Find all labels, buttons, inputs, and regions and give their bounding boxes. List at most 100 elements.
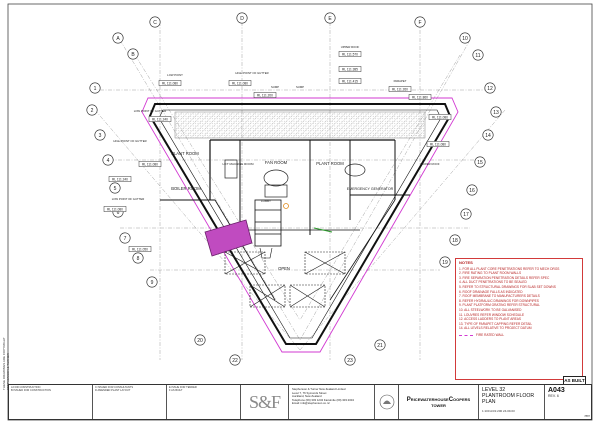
grid-marker-label: F — [418, 20, 421, 26]
level-tag: RL 111.570 — [338, 51, 362, 57]
room-lobby: LOBBY — [261, 199, 271, 203]
roof-label: HIGH POINT OF GUTTER — [235, 71, 268, 75]
sheet-border — [7, 3, 593, 421]
grid-marker: 19 — [439, 256, 451, 268]
grid-marker: 12 — [484, 82, 496, 94]
notes-list: 1. FOR ALL PLANT CORE PENETRATIONS REFER… — [459, 267, 579, 331]
grid-marker: 20 — [194, 334, 206, 346]
note-item: 11. LOUVRES REFER WINDOW SCHEDULE — [459, 312, 525, 317]
level-tag: RL 111.385 — [338, 66, 362, 72]
grid-marker-label: 19 — [442, 260, 448, 266]
revision-row: F AS BUILT — [169, 389, 183, 393]
level-tag-label: RL 111.860 — [412, 95, 428, 99]
grid-marker: 7 — [119, 232, 131, 244]
grid-marker: 13 — [490, 106, 502, 118]
level-tag-label: RL 111.240 — [112, 177, 128, 181]
level-tag-label: RL 111.240 — [152, 117, 168, 121]
grid-marker-label: 18 — [452, 238, 458, 244]
grid-marker: 4 — [102, 154, 114, 166]
grid-marker-label: 4 — [107, 158, 110, 164]
grid-marker: 15 — [474, 156, 486, 168]
roof-label: LOW POINT OF GUTTER — [112, 197, 145, 201]
grid-marker: F — [414, 16, 426, 28]
level-tag-label: RL 111.080 — [162, 81, 178, 85]
roof-label: LOW POINT OF GUTTER — [134, 109, 167, 113]
fire-rated-stair-hatch — [204, 219, 253, 257]
lift-core — [254, 199, 282, 259]
building-walls — [148, 103, 452, 345]
grid-marker: 5 — [109, 182, 121, 194]
services-line — [313, 227, 333, 233]
grid-lines — [94, 22, 506, 360]
room-open: OPEN — [278, 266, 290, 271]
grid-marker: C — [149, 16, 161, 28]
job-number: 7887 — [584, 415, 590, 418]
grid-marker: 21 — [374, 339, 386, 351]
grid-marker-label: B — [131, 52, 135, 58]
drawing-title-line2: PLANTROOM FLOOR PLAN — [482, 393, 535, 406]
grid-marker: 1 — [89, 82, 101, 94]
level-tag-label: RL 111.080 — [432, 115, 448, 119]
roof-outline — [141, 97, 459, 353]
level-tag: RL 111.080 — [428, 114, 452, 120]
company-seal — [375, 385, 399, 419]
grid-marker-label: 13 — [493, 110, 499, 116]
roof-label: SUMP — [296, 85, 304, 89]
project-name: PricewaterhouseCoopers TOWER — [399, 385, 479, 419]
note-item: 8. REFER HYDRAULIC DRAWINGS FOR DOWNPIPE… — [459, 298, 539, 303]
note-item: 13. TYPE OF PARAPET CAPPING REFER DETAIL — [459, 321, 533, 326]
note-item: 7. ROOF MEMBRANE TO MANUFACTURERS DETAIL… — [459, 294, 540, 299]
level-tag-label: RL 111.260 — [392, 87, 408, 91]
grid-marker-label: E — [328, 16, 332, 22]
grid-marker-label: 15 — [477, 160, 483, 166]
notes-panel: NOTES 1. FOR ALL PLANT CORE PENETRATIONS… — [455, 258, 583, 380]
roof-label: HIGH POINT OF GUTTER — [113, 139, 146, 143]
grid-marker: 3 — [94, 129, 106, 141]
notes-legend: FIRE RATED WALL — [459, 333, 579, 338]
company-line: Stephenson & Turner New Zealand Limited — [292, 387, 346, 391]
room-boiler: BOILER ROOM — [171, 186, 201, 191]
drawing-title-cell: LEVEL 32 PLANTROOM FLOOR PLAN 1:100 A3/1… — [479, 385, 545, 419]
grid-marker-label: 5 — [114, 186, 117, 192]
level-tag: RL 111.080 — [138, 161, 162, 167]
level-tag-label: RL 111.200 — [257, 93, 273, 97]
note-item: 6. ROOF DRAINAGE FALLS AS INDICATED — [459, 289, 523, 294]
grid-marker: E — [324, 12, 336, 24]
grid-marker: 11 — [472, 49, 484, 61]
grid-marker-label: 16 — [469, 188, 475, 194]
grid-marker-label: 14 — [485, 133, 491, 139]
roof-label: LOW POINT — [167, 73, 183, 77]
note-item: 5. REFER TO STRUCTURAL DRAWINGS FOR SLAB… — [459, 284, 556, 289]
notes-heading: NOTES — [459, 260, 473, 265]
level-tag-label: RL 111.570 — [342, 52, 358, 56]
room-fan: FAN ROOM — [265, 160, 288, 165]
revision-row: D AMENDED PLANT LAYOUT — [95, 389, 131, 393]
level-tag: RL 111.080 — [426, 141, 450, 147]
room-labels: PLANT ROOM PLANT ROOM FAN ROOM LIFT MACH… — [171, 151, 393, 271]
note-item: 9. PLANT PLATFORM GRATING REFER STRUCTUR… — [459, 303, 540, 308]
grid-marker-label: 7 — [124, 236, 127, 242]
grid-marker: 8 — [132, 252, 144, 264]
legend-label: FIRE RATED WALL — [476, 332, 505, 337]
grid-marker: 10 — [459, 32, 471, 44]
legend-line-swatch — [459, 334, 473, 336]
company-logo: S&F — [241, 385, 289, 419]
hose-reel-marker — [283, 203, 289, 209]
level-tag-label: RL 111.385 — [342, 67, 358, 71]
grid-marker-label: 17 — [463, 212, 469, 218]
grid-marker-label: 21 — [377, 343, 383, 349]
level-tag-label: RL 111.050 — [132, 247, 148, 251]
level-tag: RL 111.080 — [103, 206, 127, 212]
grid-marker-label: C — [153, 20, 157, 26]
grid-marker-label: 6 — [117, 210, 120, 216]
grid-marker: 22 — [229, 354, 241, 366]
note-item: 4. ALL DUCT PENETRATIONS TO BE SEALED — [459, 280, 527, 285]
grid-marker: D — [236, 12, 248, 24]
